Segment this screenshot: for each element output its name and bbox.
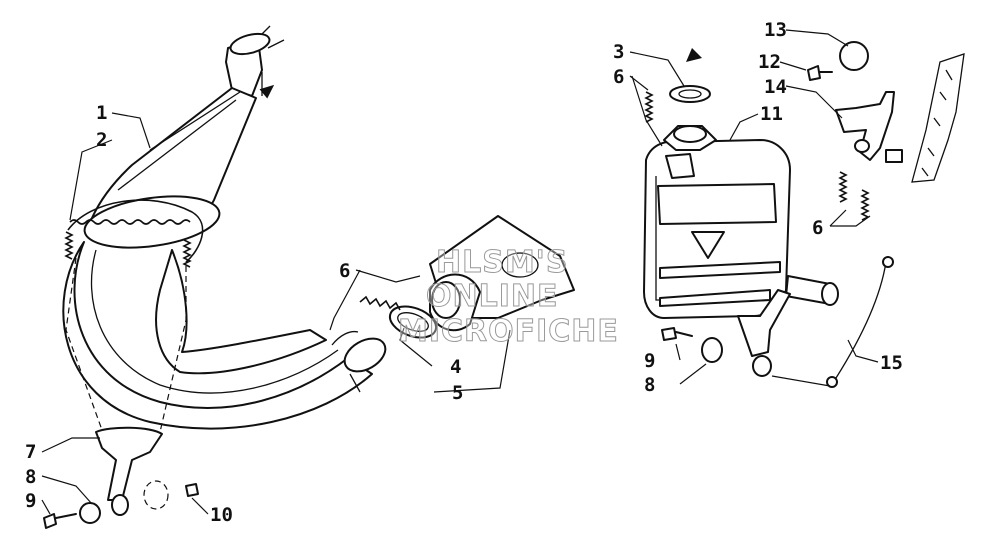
hanger-bolt xyxy=(807,65,833,81)
exhaust-manifold-flange xyxy=(429,215,575,332)
chamber-mount-bracket xyxy=(65,257,187,501)
exhaust-gasket xyxy=(388,305,438,339)
washer-left xyxy=(143,480,199,510)
chassis-frame-edge xyxy=(911,53,965,183)
callout-9-left: 9 xyxy=(25,490,36,512)
grommet-left xyxy=(79,494,129,524)
callout-7: 7 xyxy=(25,441,36,463)
direction-arrow-left xyxy=(259,72,275,99)
callout-4: 4 xyxy=(450,356,461,378)
callout-10: 10 xyxy=(210,504,233,526)
bolt-left xyxy=(43,513,77,529)
muffler xyxy=(643,125,839,357)
watermark-line-3: MICROFICHE xyxy=(398,314,619,349)
bolt-right xyxy=(661,327,693,341)
callout-2: 2 xyxy=(96,129,107,151)
grommet-right xyxy=(701,337,772,377)
callout-6-hanger: 6 xyxy=(812,217,823,239)
callout-labels: 1 2 3 4 5 6 6 6 7 8 8 9 9 10 11 12 13 14… xyxy=(25,19,903,526)
callout-15: 15 xyxy=(880,352,903,374)
callout-13: 13 xyxy=(764,19,787,41)
callout-5: 5 xyxy=(452,382,463,404)
callout-6-flange: 6 xyxy=(339,260,350,282)
watermark: HLSM'S ONLINE MICROFICHE xyxy=(398,245,619,350)
watermark-line-1: HLSM'S xyxy=(436,245,568,280)
callout-14: 14 xyxy=(764,76,787,98)
callout-8-left: 8 xyxy=(25,466,36,488)
callout-12: 12 xyxy=(758,51,781,73)
leader-lines xyxy=(41,29,879,515)
callout-9-right: 9 xyxy=(644,350,655,372)
callout-3: 3 xyxy=(613,41,624,63)
flange-spring xyxy=(359,295,401,311)
hanger-springs xyxy=(838,171,870,221)
ground-strap xyxy=(826,256,894,388)
chamber-springs xyxy=(64,219,192,268)
callout-1: 1 xyxy=(96,102,107,124)
muffler-spring-upper xyxy=(644,91,654,123)
callout-8-right: 8 xyxy=(644,374,655,396)
expansion-chamber xyxy=(62,25,387,430)
callout-6-muffler: 6 xyxy=(613,66,624,88)
muffler-hanger-bracket xyxy=(835,91,903,163)
muffler-grommet xyxy=(669,85,711,103)
callout-11: 11 xyxy=(760,103,783,125)
direction-arrow-right xyxy=(686,48,702,62)
watermark-line-2: ONLINE xyxy=(426,279,559,314)
rubber-ball xyxy=(839,41,869,71)
